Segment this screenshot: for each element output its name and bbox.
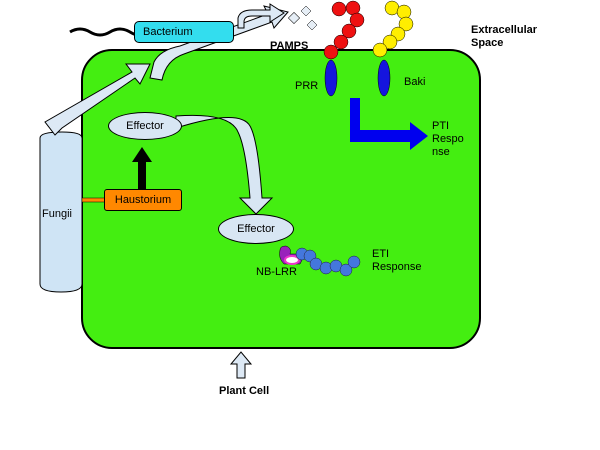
haustorium-label: Haustorium xyxy=(114,194,172,206)
pti-response-arrow xyxy=(350,98,428,150)
baki-label: Baki xyxy=(404,76,426,88)
pamp-release-arrow xyxy=(237,3,285,29)
bacterium-label: Bacterium xyxy=(143,26,193,38)
pamp-bead-chain-icon xyxy=(323,0,365,60)
plant-cell-label: Plant Cell xyxy=(219,385,270,397)
plant-cell-arrow-icon xyxy=(229,351,253,379)
nb-lrr-label: NB-LRR xyxy=(256,266,297,278)
haustorium-box: Haustorium xyxy=(104,189,182,211)
baki-receptor xyxy=(377,59,391,97)
hyphal-arrow xyxy=(44,63,151,136)
pamp-diamond-2 xyxy=(306,19,318,31)
extracellular-line-2: Space xyxy=(471,37,504,49)
yellow-bead-chain-icon xyxy=(372,0,414,58)
effector-top: Effector xyxy=(108,112,182,140)
bacterium-cell: Bacterium xyxy=(134,21,234,43)
effector-mid: Effector xyxy=(218,214,294,244)
prr-label: PRR xyxy=(295,80,319,92)
hyphal-arrow-upper xyxy=(149,5,289,81)
effector-top-label: Effector xyxy=(126,120,164,132)
eti-response-label: ETI Response xyxy=(372,248,422,274)
pti-line-2: Respo xyxy=(432,133,464,145)
extracellular-space-label: Extracellular Space xyxy=(471,24,537,50)
prr-receptor xyxy=(324,59,338,97)
pti-response-label: PTI Respo nse xyxy=(432,120,464,159)
bacterium-flagellum-icon xyxy=(69,27,140,37)
extracellular-line-1: Extracellular xyxy=(471,24,538,36)
pamps-label: PAMPS xyxy=(270,40,309,52)
eti-line-1: ETI xyxy=(372,248,390,260)
pamp-diamond xyxy=(300,5,312,17)
effector-mid-label: Effector xyxy=(237,223,275,235)
pti-line-3: nse xyxy=(432,146,450,158)
fungii-label: Fungii xyxy=(42,208,72,220)
pti-line-1: PTI xyxy=(432,120,450,132)
upward-arrow-icon xyxy=(132,147,152,189)
pamp-square xyxy=(287,11,301,25)
effector-transfer-arrow xyxy=(175,114,274,215)
eti-line-2: Response xyxy=(372,261,422,273)
haustorium-connector xyxy=(81,197,107,203)
nb-lrr-complex xyxy=(279,245,361,277)
